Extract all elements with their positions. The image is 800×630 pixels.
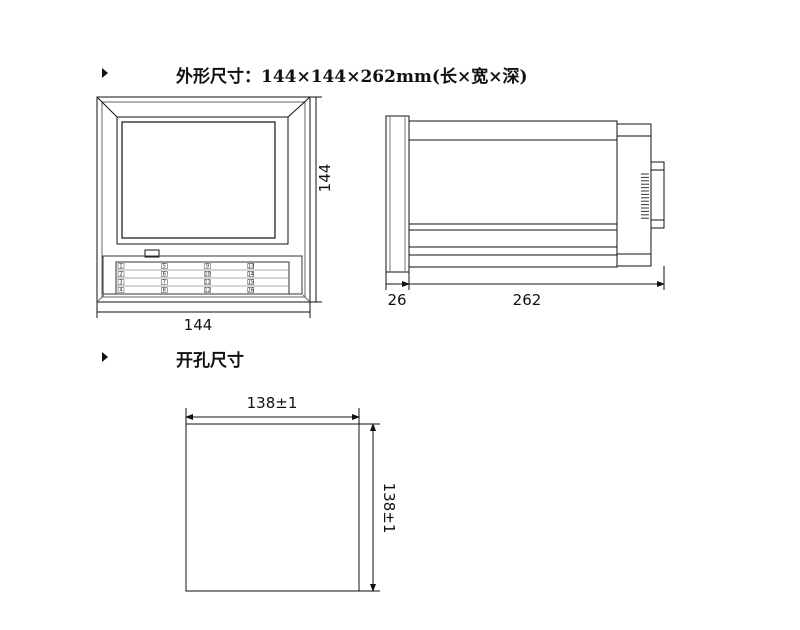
keypad-key-label: 11 — [204, 280, 210, 286]
case-depth-label: 262 — [513, 291, 542, 309]
keypad-key — [247, 271, 254, 277]
keypad-key — [161, 279, 168, 285]
keypad-key — [247, 279, 254, 285]
side-bezel — [385, 115, 410, 273]
screen-frame — [116, 116, 289, 245]
keypad-key — [204, 287, 211, 293]
display-screen — [121, 121, 276, 239]
front-bezel-inner — [101, 101, 306, 298]
keypad-key — [161, 287, 168, 293]
panel-cutout — [185, 423, 360, 592]
cutout-width-label: 138±1 — [247, 394, 298, 412]
bullet-icon — [102, 68, 108, 78]
keypad-key-label: 2 — [119, 272, 122, 278]
front-height-label: 144 — [316, 164, 334, 193]
rear-connector — [650, 161, 665, 229]
keypad-key — [161, 271, 168, 277]
keypad-key-label: 13 — [248, 264, 254, 270]
keypad-key — [117, 287, 125, 293]
front-width-label: 144 — [184, 316, 213, 334]
front-width-dimension — [96, 302, 311, 318]
keypad-key-label: 6 — [163, 272, 166, 278]
keypad-key — [161, 263, 168, 269]
keypad-key-label: 9 — [206, 264, 209, 270]
keypad-key-label: 8 — [163, 288, 166, 294]
bezel-depth-label: 26 — [387, 291, 406, 309]
keypad-key — [204, 263, 211, 269]
keypad-key-label: 7 — [163, 280, 166, 286]
rear-vents — [641, 173, 649, 219]
side-view — [385, 115, 665, 273]
keypad-key — [117, 263, 125, 269]
front-height-dimension — [310, 96, 322, 303]
front-bezel-outline — [96, 96, 311, 303]
keypad-key — [247, 263, 254, 269]
keypad-key-label: 14 — [248, 272, 254, 278]
keypad-key-label: 5 — [163, 264, 166, 270]
keypad-key-label: 16 — [248, 288, 254, 294]
keypad-key-label: 10 — [204, 272, 210, 278]
keypad-key-label: 1 — [119, 264, 122, 270]
cutout-width-dimension — [185, 408, 360, 424]
keypad-key-label: 12 — [204, 288, 210, 294]
keypad-key-label: 3 — [119, 280, 122, 286]
keypad-key — [117, 271, 125, 277]
outline-dimensions-heading: 外形尺寸：144×144×262mm(长×宽×深) — [176, 67, 528, 87]
cutout-height-dimension — [359, 423, 380, 592]
keypad-key-label: 15 — [248, 280, 254, 286]
rear-terminal-block — [616, 123, 652, 267]
side-body — [408, 120, 618, 268]
keypad-key — [247, 287, 254, 293]
side-depth-dimension — [385, 266, 665, 290]
keypad-key — [204, 279, 211, 285]
bullet-icon — [102, 352, 108, 362]
keypad-key — [117, 279, 125, 285]
panel-latch — [144, 249, 160, 258]
keypad-key — [204, 271, 211, 277]
keypad-key-label: 4 — [119, 288, 122, 294]
cutout-dimensions-heading: 开孔尺寸 — [176, 351, 244, 371]
cutout-height-label: 138±1 — [380, 483, 398, 534]
